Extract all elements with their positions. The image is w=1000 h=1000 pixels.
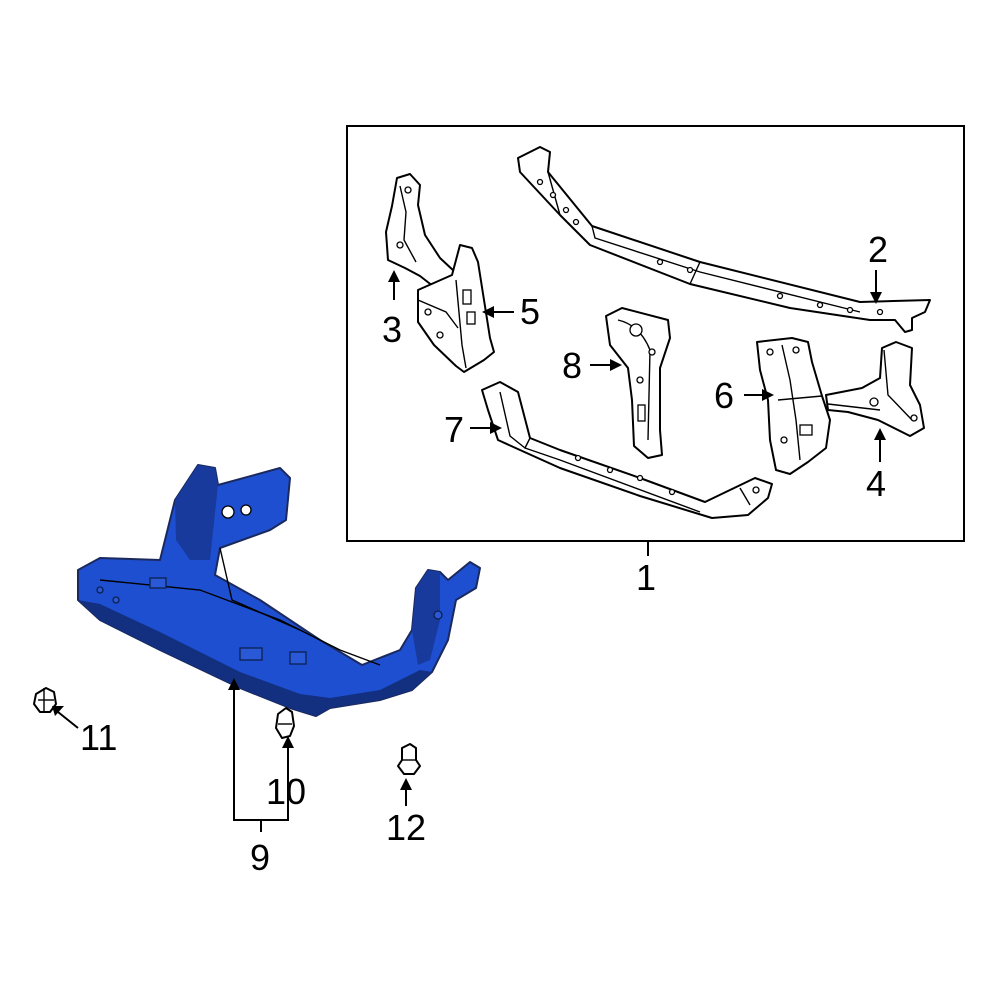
part-right-side-support[interactable] (756, 337, 831, 475)
part-left-upper-bracket[interactable] (385, 173, 456, 291)
callout-5: 5 (520, 291, 540, 332)
callout-11: 11 (80, 717, 117, 758)
part-bolt-12[interactable] (397, 743, 421, 775)
callout-9: 9 (250, 837, 270, 878)
part-lower-splash-shield[interactable] (77, 464, 481, 717)
part-right-upper-bracket[interactable] (825, 341, 925, 437)
leader-lines (52, 270, 886, 832)
callout-12: 12 (386, 807, 426, 848)
callout-4: 4 (866, 463, 886, 504)
part-upper-tie-bar[interactable] (517, 146, 931, 333)
part-clip-10[interactable] (275, 707, 295, 739)
part-left-side-support[interactable] (417, 244, 495, 373)
callout-6: 6 (714, 375, 734, 416)
part-clip-11[interactable] (33, 687, 57, 713)
part-lower-cross-member[interactable] (481, 381, 773, 519)
assembly-group-box (346, 125, 965, 542)
callout-8: 8 (562, 345, 582, 386)
callout-7: 7 (444, 409, 464, 450)
callout-3: 3 (382, 309, 402, 350)
callout-1: 1 (636, 557, 656, 598)
part-center-latch-support[interactable] (605, 307, 671, 459)
callout-2: 2 (868, 229, 888, 270)
callout-10: 10 (266, 771, 306, 812)
